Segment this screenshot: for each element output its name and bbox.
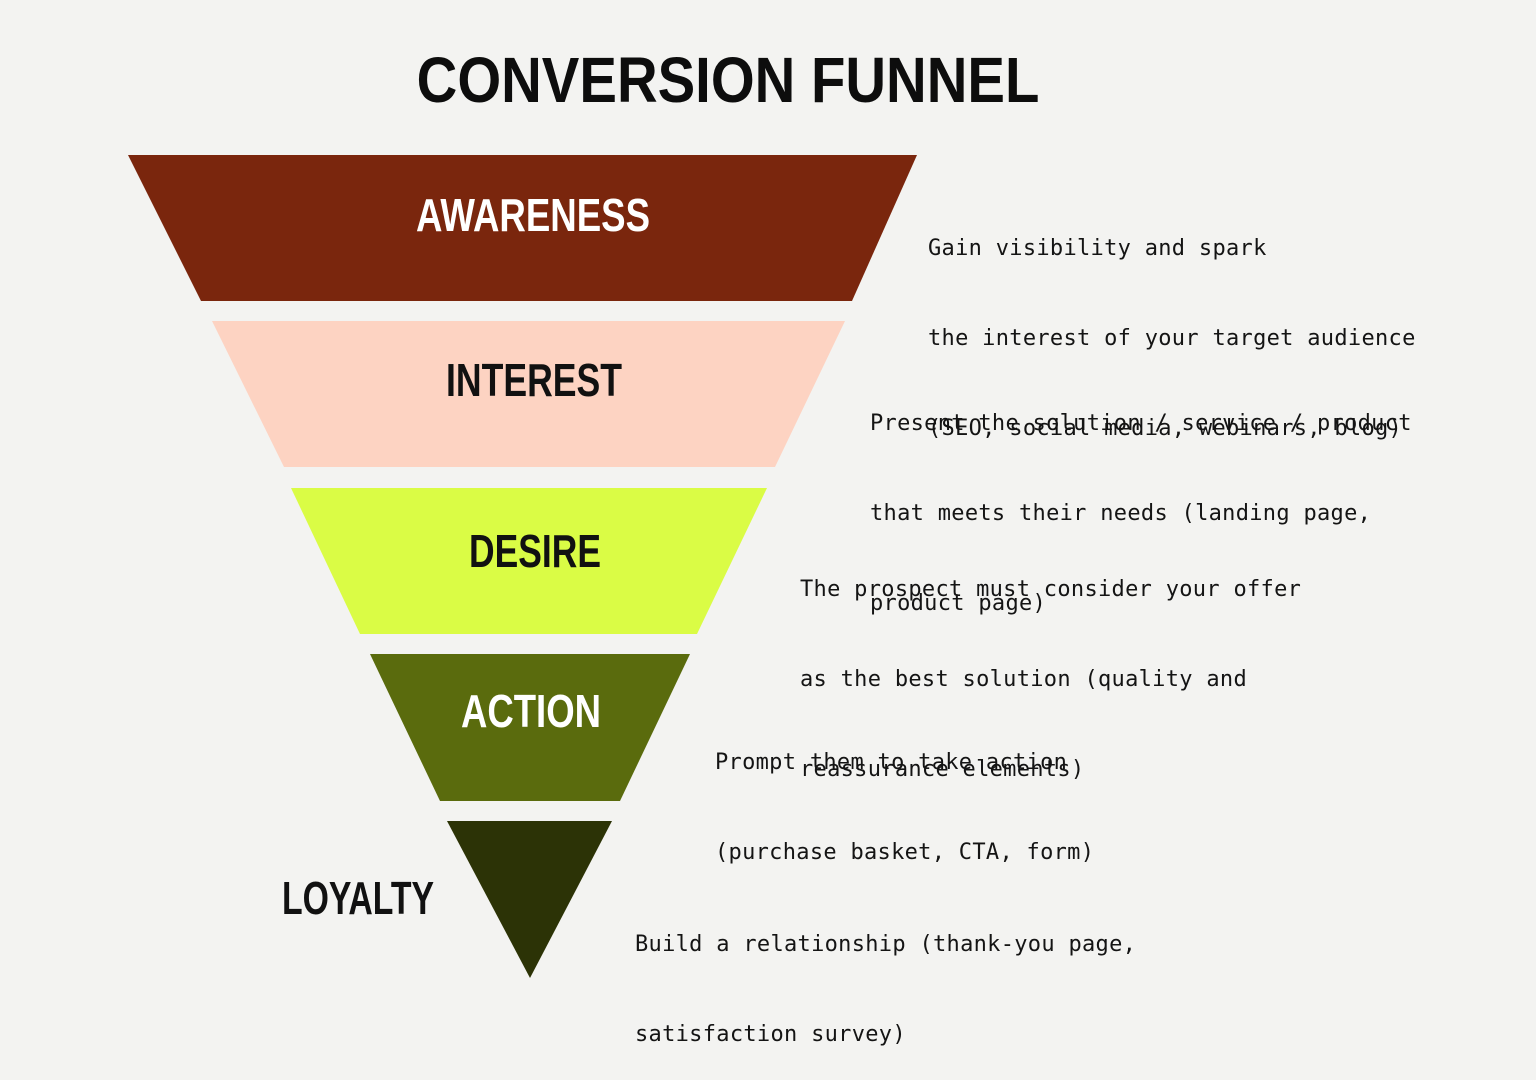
- funnel-diagram: AWARENESS INTEREST DESIRE ACTION LOYALTY: [128, 155, 917, 978]
- description-line: the interest of your target audience: [928, 326, 1416, 351]
- description-line: that meets their needs (landing page,: [870, 501, 1372, 526]
- funnel-segment-awareness: [128, 155, 917, 301]
- description-line: Prompt them to take action: [715, 750, 1068, 775]
- stage-label-awareness: AWARENESS: [416, 189, 650, 241]
- funnel-segment-desire: [291, 488, 767, 634]
- description-line: product page): [870, 591, 1047, 616]
- description-line: satisfaction survey): [635, 1022, 906, 1047]
- stage-label-loyalty: LOYALTY: [282, 872, 434, 924]
- funnel-segment-action: [370, 654, 690, 801]
- stage-label-interest: INTEREST: [446, 354, 622, 406]
- stage-description-awareness: Gain visibility and spark the interest o…: [928, 174, 1416, 474]
- description-line: Gain visibility and spark: [928, 236, 1267, 261]
- stage-label-desire: DESIRE: [469, 525, 601, 577]
- description-line: Build a relationship (thank-you page,: [635, 932, 1137, 957]
- description-line: Present the solution / service / product: [870, 411, 1412, 436]
- description-line: reassurance elements): [800, 757, 1085, 782]
- page-title: CONVERSION FUNNEL: [416, 44, 1040, 116]
- funnel-segment-interest: [212, 321, 845, 467]
- stage-description-interest: Present the solution / service / product…: [870, 349, 1412, 649]
- funnel-segment-loyalty: [447, 821, 612, 978]
- description-line: The prospect must consider your offer: [800, 577, 1302, 602]
- stage-description-loyalty: Build a relationship (thank-you page, sa…: [635, 870, 1136, 1080]
- stage-label-action: ACTION: [461, 685, 601, 737]
- stage-description-desire: The prospect must consider your offer as…: [800, 515, 1301, 815]
- stage-description-action: Prompt them to take action (purchase bas…: [715, 688, 1094, 898]
- description-line: as the best solution (quality and: [800, 667, 1247, 692]
- description-line: (SEO, social media, webinars, blog): [928, 416, 1403, 441]
- description-line: (purchase basket, CTA, form): [715, 840, 1095, 865]
